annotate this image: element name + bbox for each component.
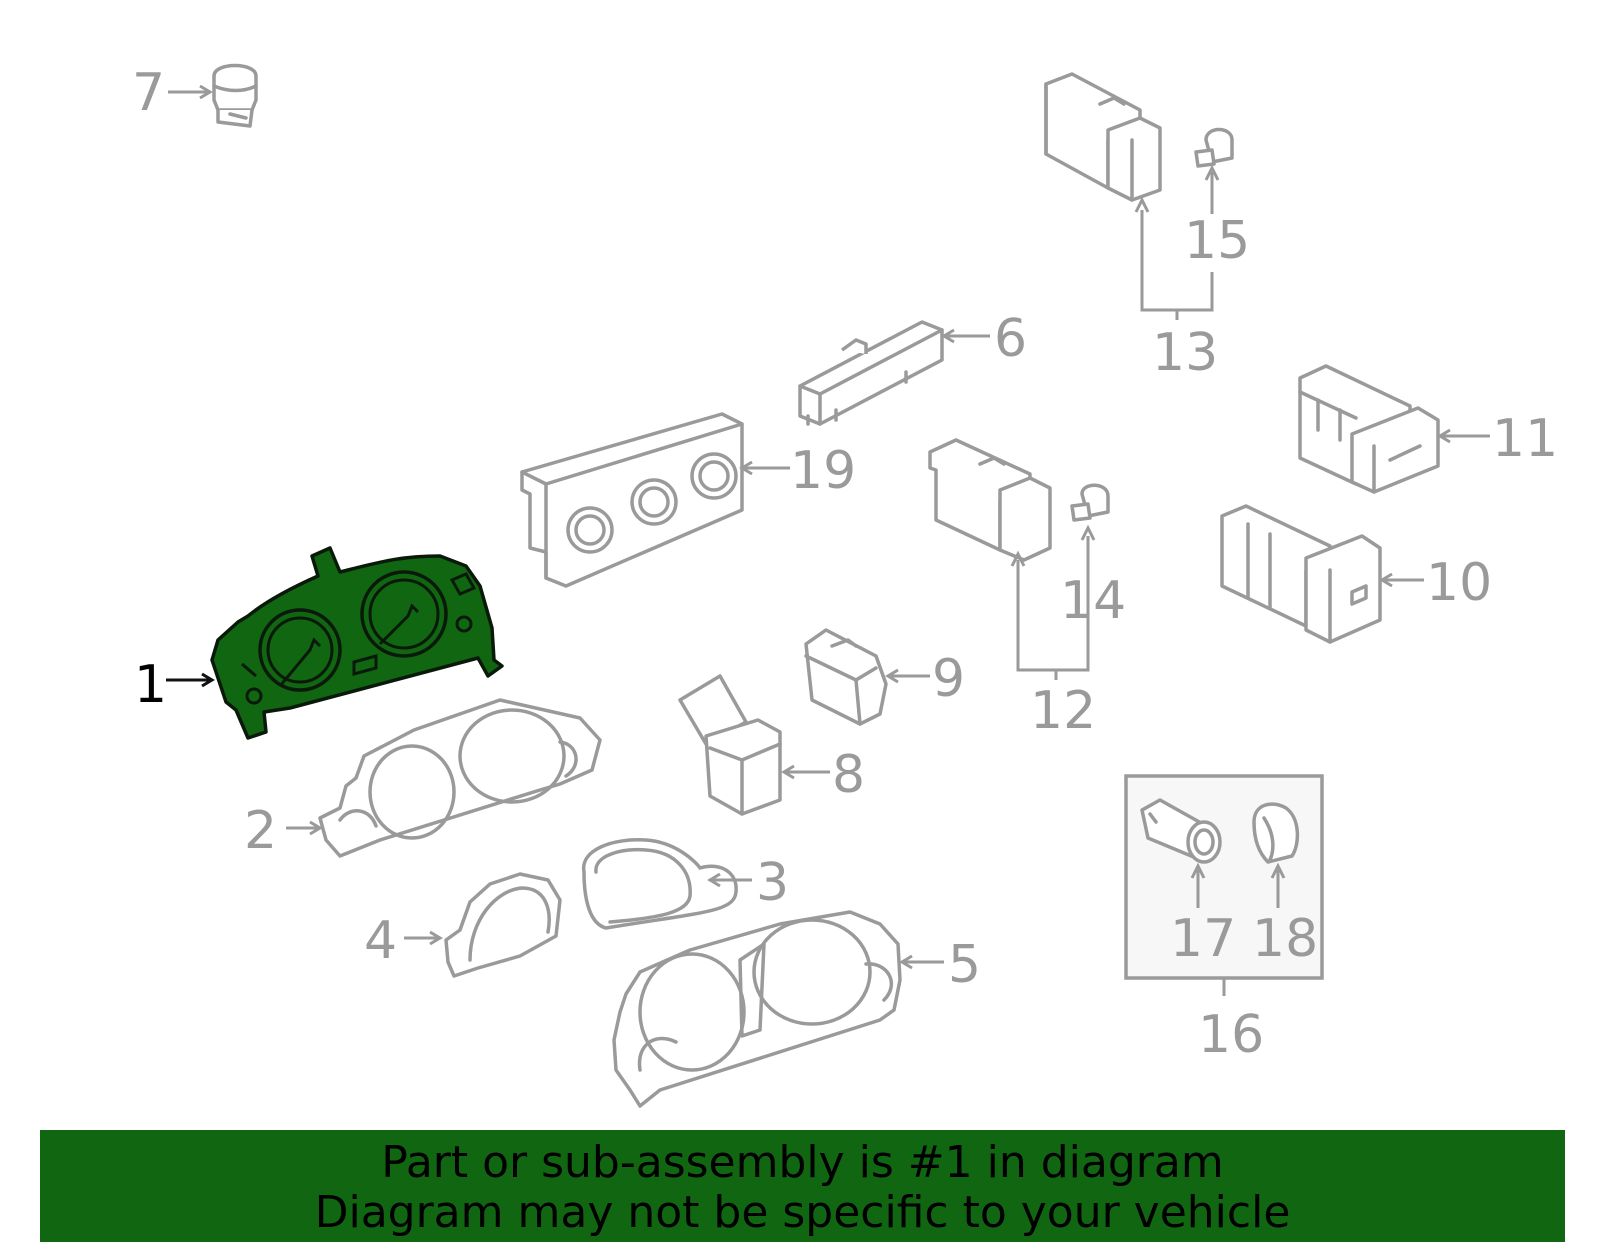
gauge-left	[258, 608, 342, 692]
info-banner: Part or sub-assembly is #1 in diagram Di…	[40, 1130, 1565, 1242]
leader-12	[1016, 536, 1090, 672]
banner-line-1: Part or sub-assembly is #1 in diagram	[381, 1137, 1224, 1188]
arrow-18	[1270, 862, 1286, 879]
mask-5-ring-left	[638, 952, 746, 1072]
callout-17[interactable]: 17	[1170, 909, 1236, 969]
callout-18[interactable]: 18	[1252, 909, 1318, 969]
part-2-cluster-housing[interactable]	[318, 698, 602, 858]
callout-13[interactable]: 13	[1152, 323, 1218, 383]
callout-16[interactable]: 16	[1198, 1005, 1264, 1065]
arrow-19	[739, 460, 753, 476]
part-18-cap[interactable]	[1252, 802, 1300, 864]
part-7-cap[interactable]	[212, 63, 258, 128]
callout-6[interactable]: 6	[994, 309, 1027, 369]
callout-1[interactable]: 1	[134, 655, 167, 715]
callout-19[interactable]: 19	[790, 441, 856, 501]
callout-11[interactable]: 11	[1492, 409, 1558, 469]
callout-2[interactable]: 2	[244, 801, 277, 861]
arrow-10	[1379, 572, 1393, 588]
part-12-switch[interactable]	[928, 438, 1052, 562]
arrow-12	[1010, 550, 1026, 567]
callout-12[interactable]: 12	[1030, 681, 1096, 741]
housing-2-ring-right	[458, 708, 566, 804]
part-19-climate-control[interactable]	[520, 412, 744, 588]
arrow-13	[1134, 196, 1150, 213]
arrow-6	[941, 328, 955, 344]
banner-line-2: Diagram may not be specific to your vehi…	[314, 1187, 1291, 1238]
gauge-right	[360, 570, 448, 658]
callout-15[interactable]: 15	[1184, 211, 1250, 271]
part-8-connector[interactable]	[678, 674, 782, 816]
callout-7[interactable]: 7	[132, 63, 165, 123]
callout-3[interactable]: 3	[756, 853, 789, 913]
arrow-5	[899, 954, 913, 970]
housing-2-ring-left	[368, 744, 456, 840]
callout-14[interactable]: 14	[1060, 571, 1126, 631]
arrow-3	[707, 872, 721, 888]
arrow-17	[1190, 862, 1206, 879]
arrow-14	[1080, 524, 1096, 541]
part-6-switch-strip[interactable]	[798, 320, 944, 426]
part-17-socket[interactable]	[1140, 798, 1222, 864]
arrow-1	[201, 672, 215, 688]
part-15-bulb[interactable]	[1194, 127, 1234, 168]
part-4-gauge-lens[interactable]	[444, 872, 562, 978]
arrow-7	[199, 84, 213, 100]
callout-9[interactable]: 9	[932, 649, 965, 709]
arrow-8	[781, 764, 795, 780]
part-13-switch[interactable]	[1044, 72, 1162, 202]
part-9-switch[interactable]	[804, 628, 888, 726]
callout-4[interactable]: 4	[364, 911, 397, 971]
mask-5-ring-right	[752, 918, 872, 1026]
callout-5[interactable]: 5	[948, 935, 981, 995]
arrow-2	[309, 820, 323, 836]
part-14-bulb[interactable]	[1070, 483, 1110, 522]
arrow-11	[1437, 428, 1451, 444]
arrow-9	[885, 668, 899, 684]
callout-10[interactable]: 10	[1426, 553, 1492, 613]
part-1-instrument-cluster[interactable]	[210, 546, 504, 740]
part-10-switch[interactable]	[1220, 504, 1382, 644]
part-3-gauge-lens[interactable]	[582, 838, 738, 930]
part-11-switch[interactable]	[1298, 364, 1440, 494]
arrow-15	[1204, 164, 1220, 181]
part-5-cluster-mask[interactable]	[612, 910, 902, 1108]
callout-8[interactable]: 8	[832, 745, 865, 805]
arrow-4	[429, 930, 443, 946]
